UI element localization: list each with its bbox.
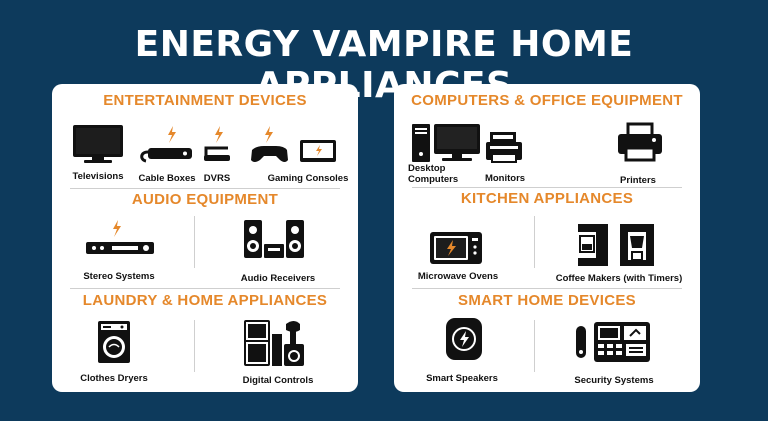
television-icon [72,124,124,164]
smart-speaker-icon [444,316,484,362]
audio-receivers-label: Audio Receivers [240,273,316,284]
printer-icon [616,122,664,162]
security-systems-label: Security Systems [574,375,654,386]
divider [534,216,535,268]
desktop-computers-label: Desktop Computers [408,163,468,185]
coffee-maker-icon [576,222,656,268]
entertainment-devices-heading: ENTERTAINMENT DEVICES [103,92,307,109]
divider [194,216,195,268]
security-system-icon [574,320,654,364]
divider [70,188,340,189]
cable-boxes-label: Cable Boxes [138,173,196,184]
gaming-consoles-label: Gaming Consoles [267,173,349,184]
monitor-icon [484,130,524,164]
dvr-icon [200,124,234,164]
divider [534,320,535,372]
computers-office-heading: COMPUTERS & OFFICE EQUIPMENT [411,92,683,109]
dvrs-label: DVRS [203,173,231,184]
audio-equipment-heading: AUDIO EQUIPMENT [131,191,279,208]
dryer-icon [96,320,132,364]
desktop-computer-icon [410,122,486,164]
televisions-label: Televisions [72,171,124,182]
desktop-computers-label-line1: Desktop [408,163,446,174]
divider [194,320,195,372]
digital-controls-label: Digital Controls [242,375,314,386]
desktop-computers-label-line2: Computers [408,174,459,185]
smart-speakers-label: Smart Speakers [426,373,498,384]
kitchen-appliances-heading: KITCHEN APPLIANCES [460,190,634,207]
laundry-appliances-heading: LAUNDRY & HOME APPLIANCES [82,292,328,309]
appliances-icon [242,316,306,368]
cable-box-icon [138,124,194,164]
microwave-icon [428,230,484,266]
coffee-makers-label: Coffee Makers (with Timers) [555,273,683,284]
monitors-label: Monitors [484,173,526,184]
stereo-icon [84,218,156,258]
smart-home-heading: SMART HOME DEVICES [458,292,636,309]
divider [412,187,682,188]
divider [70,288,340,289]
microwave-ovens-label: Microwave Ovens [417,271,499,282]
clothes-dryers-label: Clothes Dryers [80,373,148,384]
printers-label: Printers [620,175,656,186]
stereo-systems-label: Stereo Systems [83,271,155,282]
gaming-console-icon [248,124,340,166]
speakers-icon [242,216,306,260]
left-panel: ENTERTAINMENT DEVICES Televisions Cable … [52,84,358,392]
divider [412,288,682,289]
right-panel: COMPUTERS & OFFICE EQUIPMENT Desktop Com… [394,84,700,392]
